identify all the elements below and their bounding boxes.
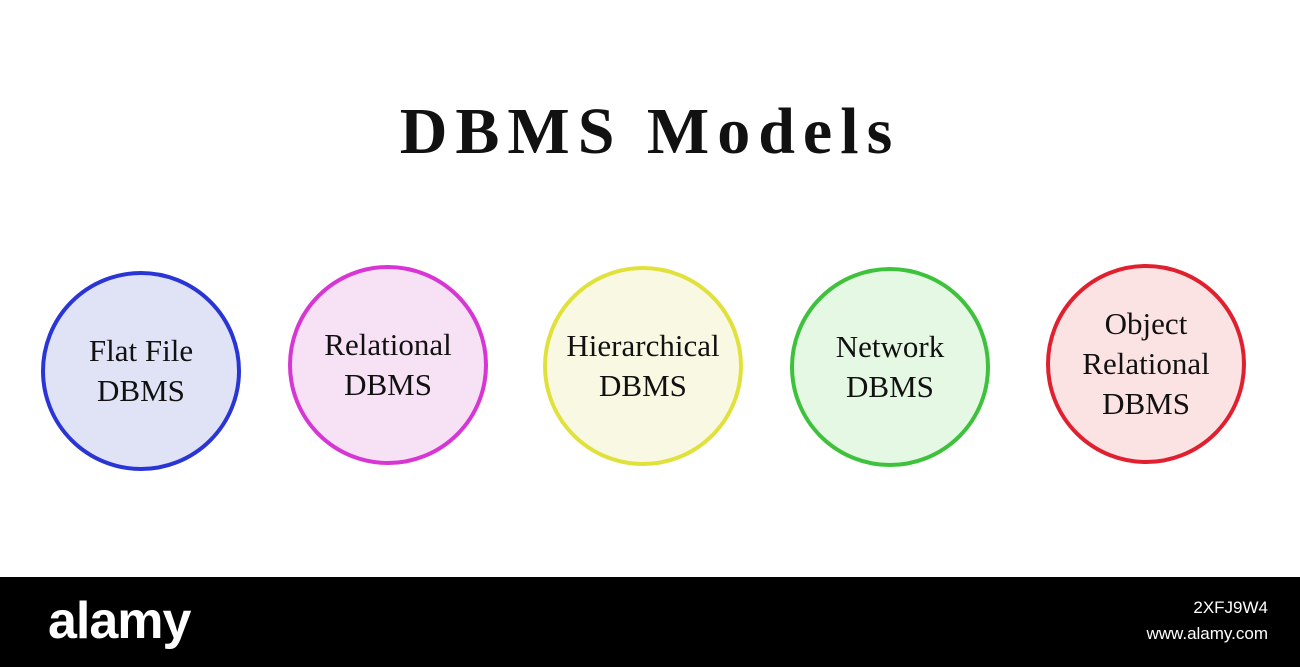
diagram-title: DBMS Models: [399, 95, 901, 168]
diagram-canvas: DBMS Models Flat File DBMS Relational DB…: [41, 95, 1246, 471]
site-url-text: www.alamy.com: [1146, 624, 1268, 643]
model-circle-object-relational: Object Relational DBMS: [1046, 264, 1246, 464]
model-circle-network: Network DBMS: [790, 267, 990, 467]
brand-logo: alamy: [48, 592, 191, 650]
model-circle-flat-file: Flat File DBMS: [41, 271, 241, 471]
model-circle-hierarchical: Hierarchical DBMS: [543, 266, 743, 466]
model-label-hierarchical: Hierarchical DBMS: [566, 328, 720, 403]
model-label-relational: Relational DBMS: [324, 327, 452, 402]
image-id-text: 2XFJ9W4: [1193, 598, 1268, 617]
stock-footer-bar: alamy 2XFJ9W4 www.alamy.com: [0, 577, 1300, 667]
model-label-flat-file: Flat File DBMS: [88, 333, 194, 408]
model-circle-relational: Relational DBMS: [288, 265, 488, 465]
model-label-network: Network DBMS: [835, 329, 945, 404]
model-label-object-relational: Object Relational DBMS: [1082, 306, 1210, 421]
